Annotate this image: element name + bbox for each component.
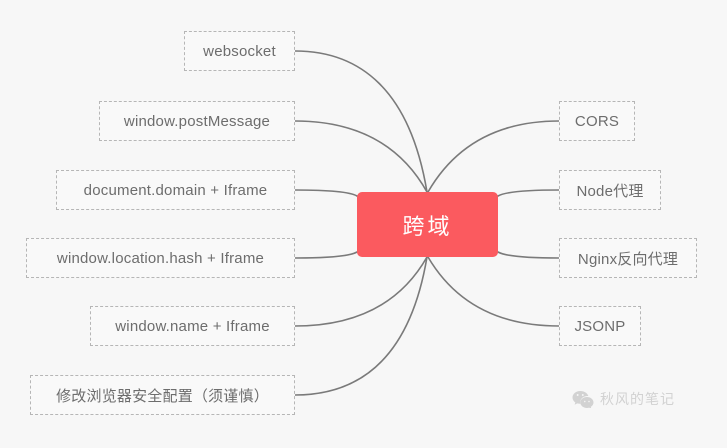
edge-nginx bbox=[497, 251, 560, 259]
node-label: window.location.hash + Iframe bbox=[56, 249, 265, 267]
node-label: window.postMessage bbox=[123, 112, 271, 130]
center-node-label: 跨域 bbox=[402, 213, 453, 239]
node-label: document.domain + Iframe bbox=[83, 181, 268, 199]
node-label: JSONP bbox=[574, 317, 626, 335]
node-browser-security-config[interactable]: 修改浏览器安全配置（须谨慎） bbox=[30, 375, 295, 415]
edge-domain bbox=[294, 189, 358, 197]
center-node[interactable]: 跨域 bbox=[357, 192, 498, 257]
node-window-location-hash-iframe[interactable]: window.location.hash + Iframe bbox=[26, 238, 295, 278]
node-node-proxy[interactable]: Node代理 bbox=[559, 170, 661, 210]
node-label: websocket bbox=[203, 42, 276, 60]
edge-websocket bbox=[294, 50, 428, 193]
node-nginx-reverse-proxy[interactable]: Nginx反向代理 bbox=[559, 238, 697, 278]
node-jsonp[interactable]: JSONP bbox=[559, 306, 641, 346]
node-label: window.name + Iframe bbox=[115, 317, 270, 335]
edge-cors bbox=[427, 120, 560, 193]
edge-hash bbox=[294, 251, 358, 259]
node-document-domain-iframe[interactable]: document.domain + Iframe bbox=[56, 170, 295, 210]
node-cors[interactable]: CORS bbox=[559, 101, 635, 141]
edge-name bbox=[294, 256, 428, 327]
edge-jsonp bbox=[427, 256, 560, 327]
node-label: CORS bbox=[574, 112, 620, 130]
node-label: Nginx反向代理 bbox=[577, 250, 679, 268]
watermark: 秋风的笔记 bbox=[572, 389, 675, 409]
wechat-icon bbox=[572, 391, 594, 408]
node-window-postmessage[interactable]: window.postMessage bbox=[99, 101, 295, 141]
edge-node bbox=[497, 189, 560, 197]
node-label: Node代理 bbox=[576, 182, 644, 200]
node-label: 修改浏览器安全配置（须谨慎） bbox=[56, 387, 269, 405]
edge-postmessage bbox=[294, 120, 428, 193]
node-window-name-iframe[interactable]: window.name + Iframe bbox=[90, 306, 295, 346]
node-websocket[interactable]: websocket bbox=[184, 31, 295, 71]
edge-browser bbox=[294, 256, 428, 396]
watermark-text: 秋风的笔记 bbox=[600, 391, 675, 407]
